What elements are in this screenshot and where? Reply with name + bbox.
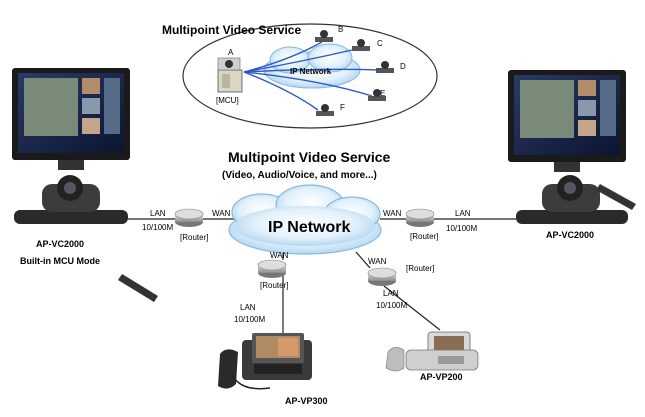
right-device-label: AP-VC2000 [546,230,594,240]
node-b-label: B [338,25,343,34]
vp200-device-label: AP-VP200 [420,372,463,382]
node-c-label: C [377,39,383,48]
service-subtitle: (Video, Audio/Voice, and more...) [222,170,377,181]
router-bottom-right [367,267,397,286]
bottom-right-speed-label: 10/100M [376,301,407,310]
vp200-video-phone [385,331,479,372]
left-device-label: AP-VC2000 [36,239,84,249]
node-f-label: F [340,103,345,112]
right-camera-unit [516,175,628,224]
node-e-label: E [380,89,385,98]
endpoint-b [315,30,333,42]
right-router-label: [Router] [410,232,438,241]
bottom-left-wan-label: WAN [270,251,289,260]
right-monitor [508,70,626,172]
mcu-label: [MCU] [216,96,239,105]
mcu-device [217,57,243,93]
left-remote [118,274,158,302]
bottom-right-lan-label: LAN [383,289,399,298]
bottom-right-wan-label: WAN [368,257,387,266]
left-monitor [12,68,130,170]
top-title: Multipoint Video Service [162,23,301,37]
endpoint-d [376,61,394,73]
endpoint-c [352,39,370,51]
left-router-label: [Router] [180,233,208,242]
endpoint-f [316,104,334,116]
left-lan-label: LAN [150,209,166,218]
left-wan-label: WAN [212,209,231,218]
top-network-label: IP Network [290,67,332,76]
router-bottom-left [257,259,287,278]
vp300-video-phone [218,333,312,390]
left-mode-label: Built-in MCU Mode [20,256,100,266]
service-title: Multipoint Video Service [228,149,391,165]
bottom-left-router-label: [Router] [260,281,288,290]
bottom-left-lan-label: LAN [240,303,256,312]
router-left [174,208,204,227]
vp300-device-label: AP-VP300 [285,396,328,406]
right-remote [596,184,636,210]
bottom-right-router-label: [Router] [406,264,434,273]
node-d-label: D [400,62,406,71]
top-service-oval: Multipoint Video Service IP Network A [M… [162,23,438,129]
bottom-left-speed-label: 10/100M [234,315,265,324]
endpoint-e [368,89,386,101]
multipoint-links [243,41,379,111]
node-a-label: A [228,48,234,57]
connection-lines [128,218,516,338]
ip-network-cloud: IP Network [228,184,382,255]
left-speed-label: 10/100M [142,223,173,232]
right-speed-label: 10/100M [446,224,477,233]
cloud-label: IP Network [268,219,351,236]
router-right [405,208,435,227]
left-camera-unit [14,175,128,224]
right-wan-label: WAN [383,209,402,218]
right-lan-label: LAN [455,209,471,218]
